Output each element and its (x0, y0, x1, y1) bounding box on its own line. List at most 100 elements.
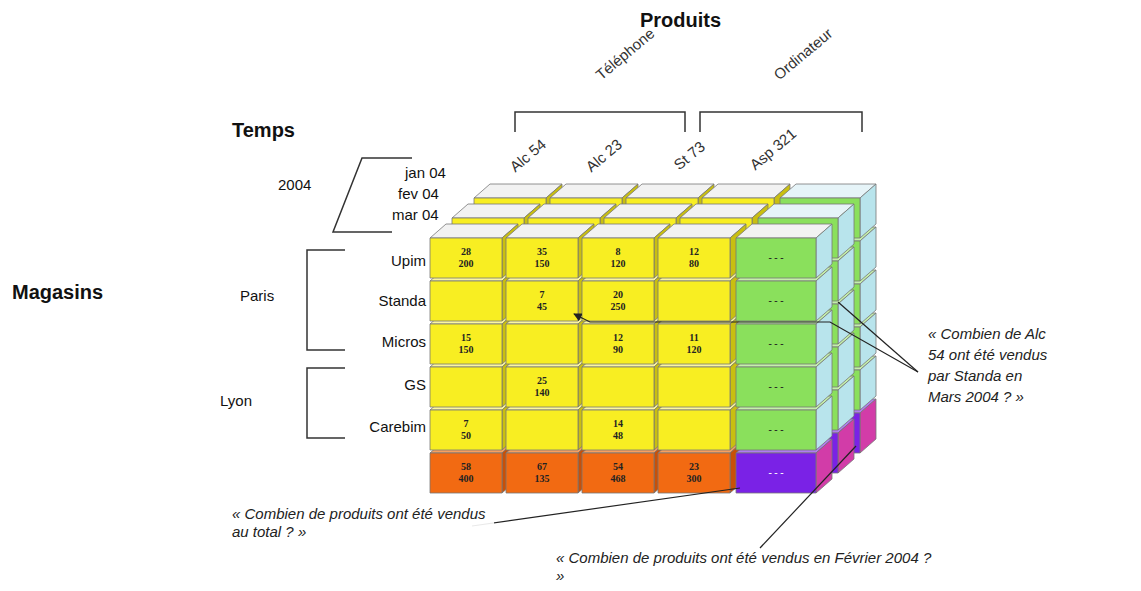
cell-value: - - - (769, 252, 784, 264)
cube-face (658, 410, 730, 450)
cube-face (430, 453, 502, 493)
cell-value: - - - (769, 467, 784, 479)
month-label: jan 04 (405, 164, 446, 182)
cell-value: 140 (535, 387, 550, 399)
month-label: fev 04 (398, 185, 439, 203)
cell-value: 11 (689, 332, 698, 344)
cube-cell: 67135 (506, 453, 578, 493)
city-label: Lyon (220, 392, 252, 410)
cell-value: - - - (769, 424, 784, 436)
cube-face (736, 453, 816, 493)
cube-cell: - - - (736, 324, 816, 364)
cell-value: - - - (769, 381, 784, 393)
cube-face (816, 224, 832, 278)
cube-face (736, 367, 816, 407)
cell-value: 12 (613, 332, 623, 344)
cube-face (758, 204, 854, 218)
cube-face (736, 238, 816, 278)
cell-value: - - - (769, 338, 784, 350)
cell-value: 28 (461, 246, 471, 258)
cube-cell: 8120 (582, 238, 654, 278)
cell-value: 250 (611, 301, 626, 313)
cube-face (780, 184, 876, 198)
cube-face (506, 281, 578, 321)
cell-value: 80 (689, 258, 699, 270)
cube-cell: - - - (736, 453, 816, 493)
cube-face (430, 367, 502, 407)
bracket (515, 112, 685, 132)
cell-value: 120 (687, 344, 702, 356)
axis-title: Magasins (12, 280, 103, 304)
cube-face (506, 410, 578, 450)
cube-face (582, 367, 654, 407)
store-label: Carebim (340, 418, 426, 436)
cell-value: 8 (616, 246, 621, 258)
store-label: Standa (340, 292, 426, 310)
cube-cell: 15150 (430, 324, 502, 364)
cube-face (658, 281, 730, 321)
product-name: St 73 (670, 138, 708, 174)
cube-face (658, 238, 730, 278)
cell-value: 35 (537, 246, 547, 258)
callout-question: « Combien de produits ont été vendus en … (556, 549, 936, 585)
cell-value: 45 (537, 301, 547, 313)
cell-value: - - - (769, 295, 784, 307)
cube-face (430, 410, 502, 450)
city-label: Paris (240, 287, 274, 305)
cell-value: 300 (687, 473, 702, 485)
cube-cell: 35150 (506, 238, 578, 278)
callout-question: « Combien de Alc 54 ont été vendus par S… (928, 323, 1050, 407)
cube-cell: 58400 (430, 453, 502, 493)
cell-value: 200 (459, 258, 474, 270)
cube-cell: - - - (736, 367, 816, 407)
cube-face (430, 281, 502, 321)
cube-face (582, 410, 654, 450)
cube-face (658, 367, 730, 407)
cube-face (736, 410, 816, 450)
cube-cell: 54468 (582, 453, 654, 493)
product-name: Asp 321 (746, 125, 800, 174)
cube-face (860, 184, 876, 238)
cube-face (658, 453, 730, 493)
store-label: GS (340, 376, 426, 394)
cube-cell: 28200 (430, 238, 502, 278)
store-label: Upim (340, 252, 426, 270)
cell-value: 135 (535, 473, 550, 485)
product-group: Téléphone (592, 25, 658, 84)
cube-face (582, 324, 654, 364)
month-label: mar 04 (392, 206, 439, 224)
leader-line (838, 302, 918, 372)
cell-value: 400 (459, 473, 474, 485)
cube-cell: 11120 (658, 324, 730, 364)
cube-cell: 23300 (658, 453, 730, 493)
cube-cell: - - - (736, 410, 816, 450)
cell-value: 12 (689, 246, 699, 258)
cell-value: 15 (461, 332, 471, 344)
cube-face (506, 453, 578, 493)
cube-cell: 20250 (582, 281, 654, 321)
cube-face (506, 324, 578, 364)
axis-title: Temps (232, 118, 295, 142)
cell-value: 25 (537, 375, 547, 387)
cell-value: 14 (613, 418, 623, 430)
cube-face (506, 367, 578, 407)
cell-value: 150 (535, 258, 550, 270)
cube-face (582, 238, 654, 278)
cube-face (838, 204, 854, 258)
cell-value: 58 (461, 461, 471, 473)
cube-cell: 1448 (582, 410, 654, 450)
bracket (307, 368, 345, 438)
cube-cell: 750 (430, 410, 502, 450)
cube-face (736, 281, 816, 321)
cell-value: 20 (613, 289, 623, 301)
cube-cell: - - - (736, 281, 816, 321)
cell-value: 67 (537, 461, 547, 473)
cube-cell: - - - (736, 238, 816, 278)
cell-value: 7 (464, 418, 469, 430)
store-label: Micros (340, 333, 426, 351)
cell-value: 120 (611, 258, 626, 270)
cell-value: 50 (461, 430, 471, 442)
leader-line (574, 314, 918, 372)
